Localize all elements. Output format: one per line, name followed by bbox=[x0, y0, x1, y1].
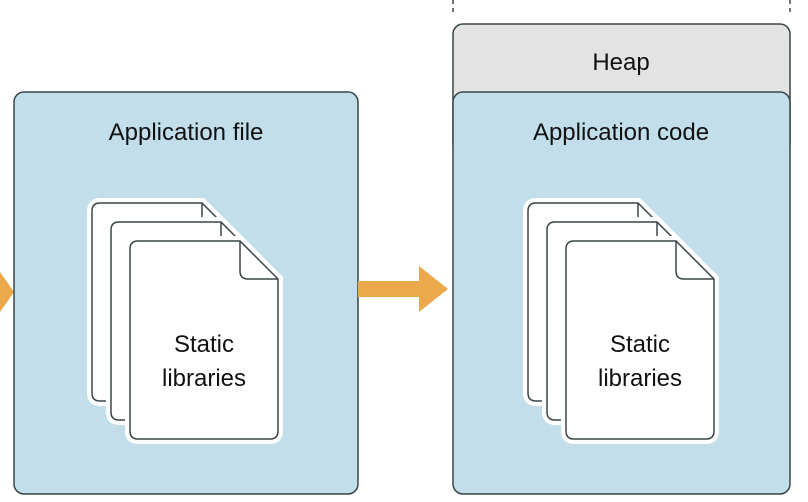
static-libraries-label-line2: libraries bbox=[598, 365, 682, 392]
memory-boundary-lines bbox=[452, 0, 791, 14]
application-code-title: Application code bbox=[533, 119, 709, 146]
static-libraries-label-line1: Static bbox=[610, 331, 670, 358]
arrow-right-icon bbox=[0, 272, 14, 312]
application-file-title: Application file bbox=[109, 119, 264, 146]
application-file-panel: Application file Static libraries bbox=[13, 91, 359, 495]
arrow-right-icon bbox=[358, 266, 448, 312]
application-code-panel: Application code Static libraries bbox=[452, 91, 791, 495]
static-libraries-label-line1: Static bbox=[174, 331, 234, 358]
heap-label: Heap bbox=[592, 49, 649, 76]
static-libraries-label-line2: libraries bbox=[162, 365, 246, 392]
